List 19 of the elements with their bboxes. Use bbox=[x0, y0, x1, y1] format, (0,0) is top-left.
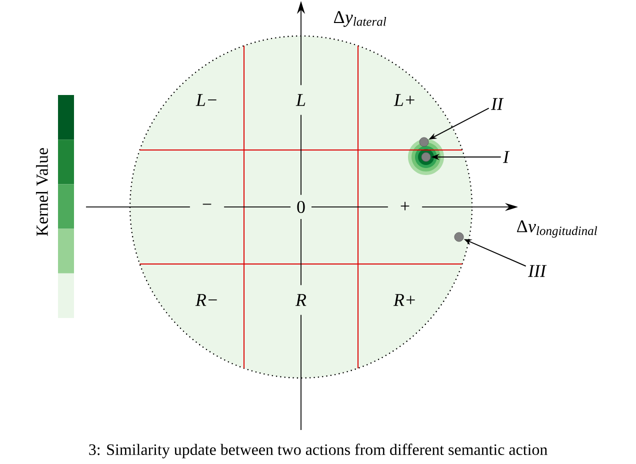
point-label: I bbox=[502, 151, 510, 163]
caption: 3: Similarity update between two actions from different semantic action bbox=[89, 444, 548, 458]
region-label: L+ bbox=[394, 94, 414, 106]
axis-label: $\Delta y_{lateral}$ bbox=[334, 11, 386, 27]
sample-dot bbox=[421, 152, 431, 162]
sample-dot bbox=[419, 137, 429, 147]
region-label: L bbox=[291, 85, 311, 115]
region-label: R+ bbox=[393, 294, 415, 306]
region-label: 0 bbox=[290, 194, 312, 220]
region-label: R− bbox=[195, 294, 217, 306]
point-label: III bbox=[528, 265, 547, 277]
axis-label: $\Delta v_{longitudinal}$ bbox=[517, 220, 598, 238]
sample-dot bbox=[454, 232, 464, 242]
region-label: L− bbox=[196, 94, 216, 106]
region-label: + bbox=[388, 198, 422, 216]
colorbar-label: Kernel Value bbox=[36, 148, 48, 236]
point-label: II bbox=[490, 98, 504, 110]
region-label: − bbox=[190, 200, 224, 214]
region-label: R bbox=[290, 285, 312, 315]
